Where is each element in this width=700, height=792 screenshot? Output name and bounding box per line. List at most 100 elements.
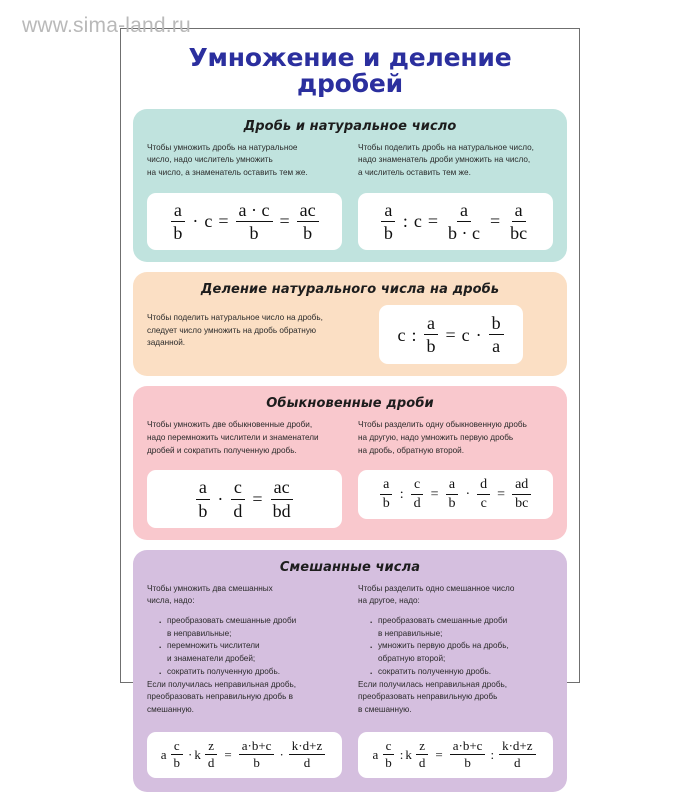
column-multiply: Чтобы умножить две обыкновенные дроби, н… [147, 419, 342, 528]
fraction: k·d+z d [286, 738, 328, 771]
fraction: a b [167, 200, 188, 243]
list-item: преобразовать смешанные дроби в неправил… [369, 614, 553, 640]
list-item: сократить полученную дробь. [158, 665, 342, 681]
fraction: a b [421, 313, 442, 356]
fraction: k·d+z d [496, 738, 538, 771]
poster-sheet: Умножение и деление дробей Дробь и натур… [120, 28, 580, 792]
formula-divide-mixed-numbers: a c b : k z d [372, 738, 538, 771]
formula-divide-two-fractions: a b : c d = a b · [377, 477, 535, 511]
rule-text: Чтобы разделить одну обыкновенную дробь … [358, 420, 527, 455]
rule-text: Чтобы умножить две обыкновенные дроби, н… [147, 420, 319, 455]
fraction: d c [474, 477, 493, 511]
formula-box: a c b · k z d [147, 731, 342, 778]
fraction: ac b [294, 200, 322, 243]
operand: c [461, 324, 470, 345]
formula-multiply-fraction-by-number: a b · c = a · c b = ac b [167, 200, 321, 243]
formula-box: a b · c = a · c b = ac b [147, 192, 342, 250]
mixed-number: k z d [194, 738, 221, 771]
fraction: ac bd [270, 477, 293, 521]
fraction: c d [408, 477, 427, 511]
section-title: Дробь и натуральное число [243, 118, 457, 134]
operand: c [397, 324, 406, 345]
equals: = [279, 211, 290, 232]
section-title: Деление натурального числа на дробь [200, 281, 500, 297]
column-formula: c : a b = c · b a [349, 304, 553, 365]
formula-box: a b · c d = ac bd [147, 470, 342, 528]
fraction: a · c b [233, 200, 276, 243]
formula-divide-fraction-by-number: a b : c = a b · c = a bc [378, 200, 533, 243]
mixed-number: k z d [405, 738, 432, 771]
section-title: Смешанные числа [279, 559, 421, 575]
operator: : [490, 747, 495, 763]
list-item: преобразовать смешанные дроби в неправил… [158, 614, 342, 640]
fraction: a·b+c b [447, 738, 489, 771]
formula-box: a b : c d = a b · [358, 470, 553, 519]
column-rule: Чтобы поделить натуральное число на дроб… [147, 312, 335, 357]
fraction: a b · c [448, 199, 480, 243]
equals: = [218, 211, 229, 232]
rule-intro: Чтобы разделить одно смешанное число на … [358, 583, 515, 606]
equals: = [435, 747, 443, 763]
section-columns: Чтобы умножить две обыкновенные дроби, н… [147, 419, 553, 528]
list-item: умножить первую дробь на дробь, обратную… [369, 639, 553, 665]
rule-outro: Если получилась неправильная дробь, прео… [147, 679, 297, 714]
fraction: z d [202, 738, 221, 771]
column-divide: Чтобы разделить одно смешанное число на … [358, 583, 553, 778]
operator: : [399, 747, 404, 763]
formula-box: c : a b = c · b a [379, 304, 523, 365]
column-multiply: Чтобы умножить дробь на натуральное числ… [147, 142, 342, 250]
mixed-number: a c b [372, 738, 398, 771]
fraction: ad bc [509, 477, 534, 511]
rule-intro: Чтобы умножить два смешанных числа, надо… [147, 583, 273, 606]
fraction: a bc [510, 199, 528, 243]
list-item: сократить полученную дробь. [369, 665, 553, 681]
section-columns: Чтобы умножить дробь на натуральное числ… [147, 142, 553, 250]
section-fraction-and-natural-number: Дробь и натуральное число Чтобы умножить… [133, 108, 567, 262]
operator: : [402, 211, 408, 232]
mixed-number: a c b [161, 738, 187, 771]
section-columns: Чтобы поделить натуральное число на дроб… [147, 304, 553, 365]
operator: : [399, 486, 404, 502]
fraction: a b [443, 477, 462, 511]
operator: · [279, 747, 284, 763]
equals: = [497, 486, 506, 502]
fraction: a b [377, 477, 396, 511]
fraction: c b [168, 738, 187, 771]
equals: = [252, 489, 263, 509]
operator: : [411, 324, 417, 345]
formula-box: a b : c = a b · c = a bc [358, 192, 553, 250]
rule-text: Чтобы поделить натуральное число на дроб… [147, 313, 323, 348]
formula-box: a c b : k z d [358, 731, 553, 778]
section-title: Обыкновенные дроби [266, 396, 434, 412]
equals: = [490, 211, 501, 232]
fraction: a b [378, 200, 399, 243]
equals: = [430, 486, 439, 502]
operator: · [465, 486, 471, 502]
fraction: a b [192, 477, 213, 521]
operator: · [192, 211, 199, 232]
operator: · [475, 324, 482, 345]
rule-text: Чтобы умножить дробь на натуральное числ… [147, 142, 308, 177]
rule-outro: Если получилась неправильная дробь, прео… [358, 679, 508, 714]
equals: = [427, 211, 439, 232]
steps-list: преобразовать смешанные дроби в неправил… [358, 614, 553, 681]
operator: · [188, 747, 193, 763]
formula-multiply-two-fractions: a b · c d = ac bd [192, 477, 296, 521]
fraction: c b [379, 738, 398, 771]
section-mixed-numbers: Смешанные числа Чтобы умножить два смеша… [133, 549, 567, 792]
formula-number-divided-by-fraction: c : a b = c · b a [395, 313, 506, 356]
steps-list: преобразовать смешанные дроби в неправил… [147, 614, 342, 681]
rule-text: Чтобы поделить дробь на натуральное числ… [358, 142, 534, 177]
fraction: a·b+c b [236, 738, 278, 771]
equals: = [224, 747, 232, 763]
list-item: перемножить числители и знаменатели дроб… [158, 639, 342, 665]
section-natural-number-divided-by-fraction: Деление натурального числа на дробь Чтоб… [133, 271, 567, 377]
fraction: z d [413, 738, 432, 771]
column-divide: Чтобы разделить одну обыкновенную дробь … [358, 419, 553, 527]
equals: = [445, 324, 456, 345]
operator: · [217, 489, 224, 509]
column-multiply: Чтобы умножить два смешанных числа, надо… [147, 583, 342, 778]
column-divide: Чтобы поделить дробь на натуральное числ… [358, 142, 553, 250]
operand: c [413, 211, 422, 232]
fraction: b a [486, 313, 507, 356]
